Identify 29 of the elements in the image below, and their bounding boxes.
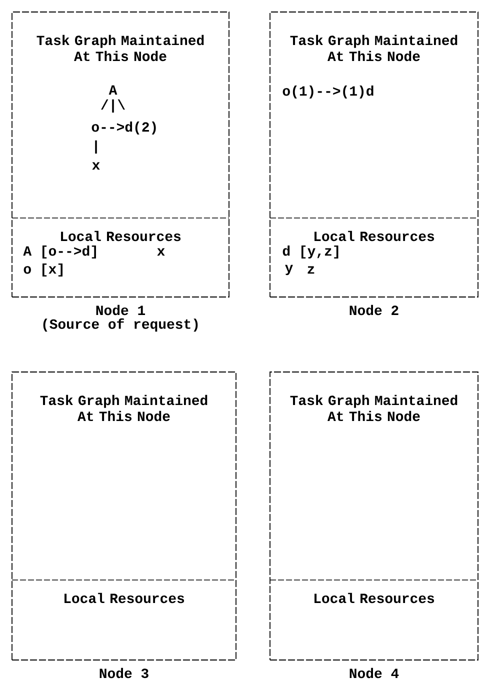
section-heading: Task Graph Maintained At This Node xyxy=(290,394,458,422)
graph-text: o(1)-->(1)d xyxy=(282,86,374,98)
node-caption: Node 2 xyxy=(350,304,398,316)
graph-text: A [o-->d] xyxy=(23,246,96,258)
graph-text: o-->d(2) xyxy=(92,122,156,134)
graph-text: o [x] xyxy=(24,264,62,276)
section-heading: Local Resources xyxy=(61,230,181,242)
panel-box xyxy=(12,12,230,298)
section-heading: Local Resources xyxy=(64,592,184,604)
section-heading: Task Graph Maintained At This Node xyxy=(290,34,458,62)
graph-text: y xyxy=(285,264,293,276)
section-heading: Task Graph Maintained At This Node xyxy=(40,394,208,422)
graph-text: z xyxy=(308,266,314,274)
node-caption: Node 3 xyxy=(100,668,148,678)
node-caption: (Source of request) xyxy=(43,318,198,332)
graph-text: /|\ xyxy=(101,99,125,113)
panel-box xyxy=(270,12,478,298)
panel-box xyxy=(12,372,236,660)
graph-text: | xyxy=(95,140,97,154)
node-caption: Node 1 xyxy=(96,304,146,316)
section-heading: Local Resources xyxy=(314,230,434,242)
section-heading: Local Resources xyxy=(314,592,434,604)
graph-text: d [y,z] xyxy=(282,246,338,258)
graph-text: A xyxy=(108,85,118,95)
graph-text: x xyxy=(157,248,165,256)
graph-text: x xyxy=(92,162,100,170)
section-heading: Task Graph Maintained At This Node xyxy=(36,34,204,62)
node-caption: Node 4 xyxy=(350,668,399,678)
panel-box xyxy=(270,372,478,660)
